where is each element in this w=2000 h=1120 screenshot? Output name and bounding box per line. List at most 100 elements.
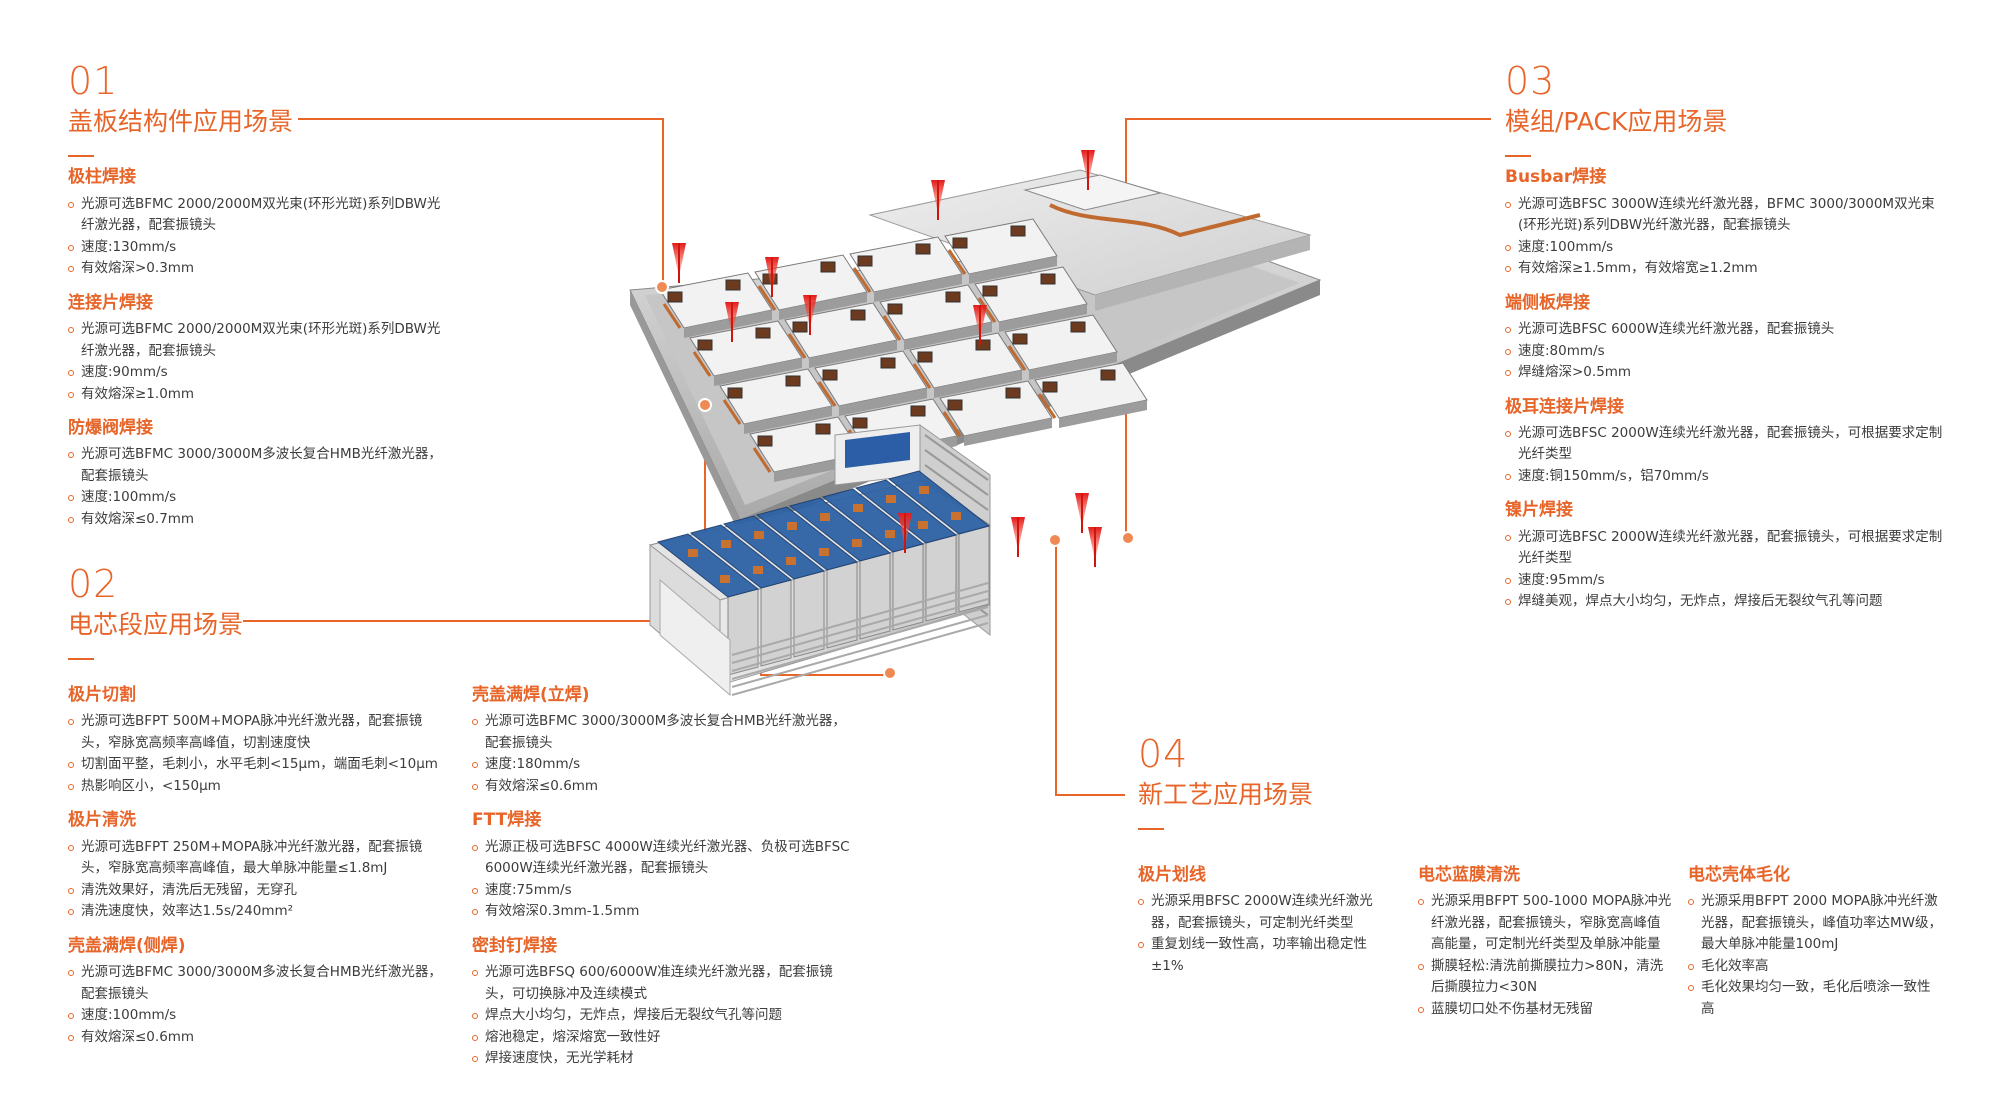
section-number: 04 [1138,732,1189,776]
application-item: 壳盖满焊(立焊)光源可选BFMC 3000/3000M多波长复合HMB光纤激光器… [472,685,852,797]
section-title: 电芯段应用场景 [68,610,244,639]
item-bullets: 光源可选BFPT 500M+MOPA脉冲光纤激光器，配套振镜头，窄脉宽高频率高峰… [68,711,448,797]
bullet-point: 有效熔深≤0.6mm [472,776,852,798]
bullet-point: 速度:80mm/s [1505,341,1945,363]
item-title: 防爆阀焊接 [68,418,153,439]
section-title: 模组/PACK应用场景 [1505,107,1728,136]
bullet-point: 光源采用BFSC 2000W连续光纤激光器，配套振镜头，可定制光纤类型 [1138,891,1393,934]
module-block [659,272,773,338]
bullet-point: 光源可选BFSC 6000W连续光纤激光器，配套振镜头 [1505,319,1945,341]
bullet-point: 速度:180mm/s [472,754,852,776]
module-block [749,416,863,482]
pack-cover [868,169,1312,311]
item-title: 密封钉焊接 [472,935,557,956]
section-03: 03 模组/PACK应用场景 Busbar焊接光源可选BFSC 3000W连续光… [1505,62,1945,626]
application-item: 防爆阀焊接光源可选BFMC 3000/3000M多波长复合HMB光纤激光器，配套… [68,418,448,530]
application-item: 连接片焊接光源可选BFMC 2000/2000M双光束(环形光斑)系列DBW光纤… [68,293,448,405]
item-title: 极片清洗 [68,810,136,831]
module-block [719,368,833,434]
laser-beam-icon [803,295,817,335]
marker-dot [883,666,897,680]
laser-beam-icon [931,180,945,220]
section-04-column-2: 电芯蓝膜清洗光源采用BFPT 500-1000 MOPA脉冲光纤激光器，配套振镜… [1418,865,1673,1033]
application-item: 镍片焊接光源可选BFSC 2000W连续光纤激光器，配套振镜头，可根据要求定制光… [1505,500,1945,612]
battery-cell [887,470,991,613]
bullet-point: 毛化效果均匀一致，毛化后喷涂一致性高 [1688,977,1943,1020]
bullet-point: 毛化效率高 [1688,956,1943,978]
item-bullets: 光源可选BFPT 250M+MOPA脉冲光纤激光器，配套振镜头，窄脉宽高频率高峰… [68,837,448,923]
title-divider [68,155,94,158]
bullet-point: 光源采用BFPT 500-1000 MOPA脉冲光纤激光器，配套振镜头，窄脉宽高… [1418,891,1673,956]
module-block [879,284,993,350]
item-bullets: 光源采用BFPT 500-1000 MOPA脉冲光纤激光器，配套振镜头，窄脉宽高… [1418,891,1673,1020]
section-title: 新工艺应用场景 [1138,780,1314,809]
bullet-point: 光源可选BFSQ 600/6000W准连续光纤激光器，配套振镜头，可切换脉冲及连… [472,962,852,1005]
item-title: 壳盖满焊(侧焊) [68,935,186,956]
module-block [1004,314,1118,380]
item-title: 电芯壳体毛化 [1688,865,1790,885]
item-bullets: 光源可选BFSC 3000W连续光纤激光器，BFMC 3000/3000M双光束… [1505,194,1945,280]
module-block [814,350,928,416]
title-divider [1505,155,1531,158]
item-bullets: 光源可选BFMC 2000/2000M双光束(环形光斑)系列DBW光纤激光器，配… [68,319,448,405]
laser-beam-icon [973,305,987,345]
item-title: 极耳连接片焊接 [1505,396,1624,417]
bullet-point: 撕膜轻松:清洗前撕膜拉力>80N，清洗后撕膜拉力<30N [1418,956,1673,999]
laser-beam-icon [1088,527,1102,567]
marker-dot [1121,531,1135,545]
item-list: Busbar焊接光源可选BFSC 3000W连续光纤激光器，BFMC 3000/… [1505,167,1945,613]
bullet-point: 有效熔深>0.3mm [68,258,448,280]
bullet-point: 速度:100mm/s [68,487,448,509]
item-bullets: 光源可选BFSQ 600/6000W准连续光纤激光器，配套振镜头，可切换脉冲及连… [472,962,852,1070]
module-block [909,332,1023,398]
section-04-column-3: 电芯壳体毛化光源采用BFPT 2000 MOPA脉冲光纤激光器，配套振镜头，峰值… [1688,865,1943,1033]
title-divider [1138,828,1164,831]
section-number: 01 [68,59,119,103]
item-bullets: 光源采用BFSC 2000W连续光纤激光器，配套振镜头，可定制光纤类型重复划线一… [1138,891,1393,977]
bullet-point: 熔池稳定，熔深熔宽一致性好 [472,1027,852,1049]
bullet-point: 光源可选BFMC 3000/3000M多波长复合HMB光纤激光器，配套振镜头 [68,962,448,1005]
section-04: 04 新工艺应用场景 [1138,732,1938,831]
laser-beam-icon [1075,493,1089,533]
bullet-point: 清洗速度快，效率达1.5s/240mm² [68,901,448,923]
bullet-point: 光源可选BFMC 3000/3000M多波长复合HMB光纤激光器，配套振镜头 [68,444,448,487]
title-divider [68,658,94,661]
connector-line-04 [1055,794,1125,796]
item-title: 电芯蓝膜清洗 [1418,865,1520,885]
laser-beam-icon [672,243,686,283]
bullet-point: 有效熔深≤0.6mm [68,1027,448,1049]
bullet-point: 有效熔深0.3mm-1.5mm [472,901,852,923]
module-block [754,254,868,320]
section-number: 03 [1505,59,1556,103]
module-block [944,218,1058,284]
application-item: 极柱焊接光源可选BFMC 2000/2000M双光束(环形光斑)系列DBW光纤激… [68,167,448,279]
marker-dot [1048,533,1062,547]
bullet-point: 清洗效果好，清洗后无残留，无穿孔 [68,880,448,902]
bullet-point: 光源可选BFSC 2000W连续光纤激光器，配套振镜头，可根据要求定制光纤类型 [1505,527,1945,570]
bullet-point: 有效熔深≤0.7mm [68,509,448,531]
bullet-point: 有效熔深≥1.0mm [68,384,448,406]
battery-cell [854,479,958,622]
bullet-point: 焊缝美观，焊点大小均匀，无炸点，焊接后无裂纹气孔等问题 [1505,591,1945,613]
bullet-point: 速度:130mm/s [68,237,448,259]
laser-beam-icon [1011,517,1025,557]
section-02: 02 电芯段应用场景 [68,562,868,661]
section-number: 02 [68,562,119,606]
battery-modules [659,218,1148,482]
bullet-point: 光源可选BFMC 2000/2000M双光束(环形光斑)系列DBW光纤激光器，配… [68,319,448,362]
bullet-point: 光源可选BFSC 3000W连续光纤激光器，BFMC 3000/3000M双光束… [1505,194,1945,237]
item-title: 极片划线 [1138,865,1206,885]
bullet-point: 热影响区小，<150μm [68,776,448,798]
bullet-point: 速度:铜150mm/s，铝70mm/s [1505,466,1945,488]
module-block [974,266,1088,332]
connector-line-02 [704,400,706,621]
application-item: 极耳连接片焊接光源可选BFSC 2000W连续光纤激光器，配套振镜头，可根据要求… [1505,397,1945,488]
item-title: 极片切割 [68,685,136,705]
section-title: 盖板结构件应用场景 [68,107,294,136]
item-bullets: 光源可选BFSC 2000W连续光纤激光器，配套振镜头，可根据要求定制光纤类型速… [1505,423,1945,488]
application-item: 壳盖满焊(侧焊) 光源可选BFMC 3000/3000M多波长复合HMB光纤激光器… [68,936,448,1048]
bullet-point: 光源可选BFMC 2000/2000M双光束(环形光斑)系列DBW光纤激光器，配… [68,194,448,237]
application-item: Busbar焊接光源可选BFSC 3000W连续光纤激光器，BFMC 3000/… [1505,167,1945,279]
application-item: 密封钉焊接光源可选BFSQ 600/6000W准连续光纤激光器，配套振镜头，可切… [472,936,852,1070]
connector-line-02 [243,620,705,622]
